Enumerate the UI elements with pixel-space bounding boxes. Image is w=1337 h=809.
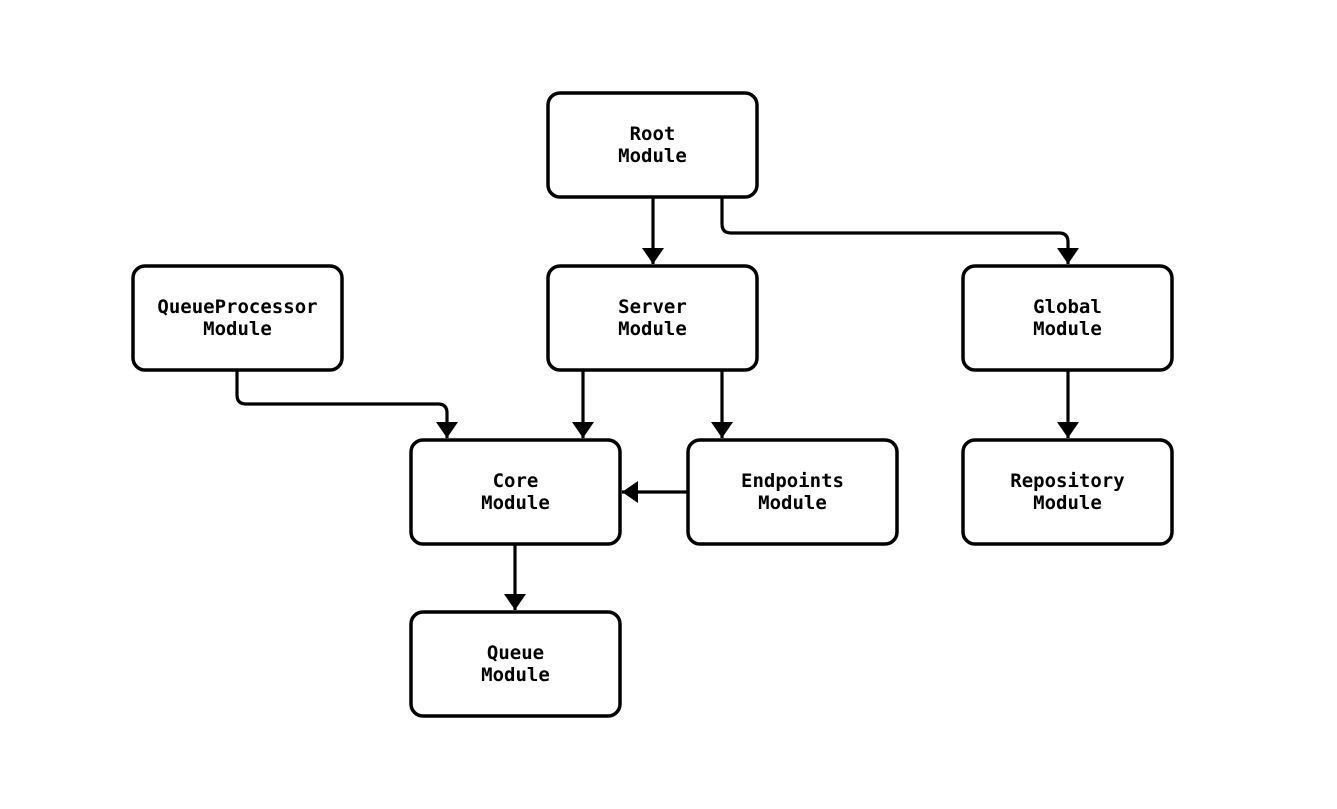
- node-box: [409, 610, 622, 718]
- edge-queueprocessor-core: [235, 370, 458, 438]
- node-box: [546, 91, 759, 199]
- node-box: [131, 264, 344, 372]
- node-box: [409, 438, 622, 546]
- edges-layer: [235, 197, 1079, 610]
- node-box: [686, 438, 899, 546]
- edge-root-global: [720, 197, 1079, 264]
- node-box: [961, 264, 1174, 372]
- node-box: [961, 438, 1174, 546]
- node-box: [546, 264, 759, 372]
